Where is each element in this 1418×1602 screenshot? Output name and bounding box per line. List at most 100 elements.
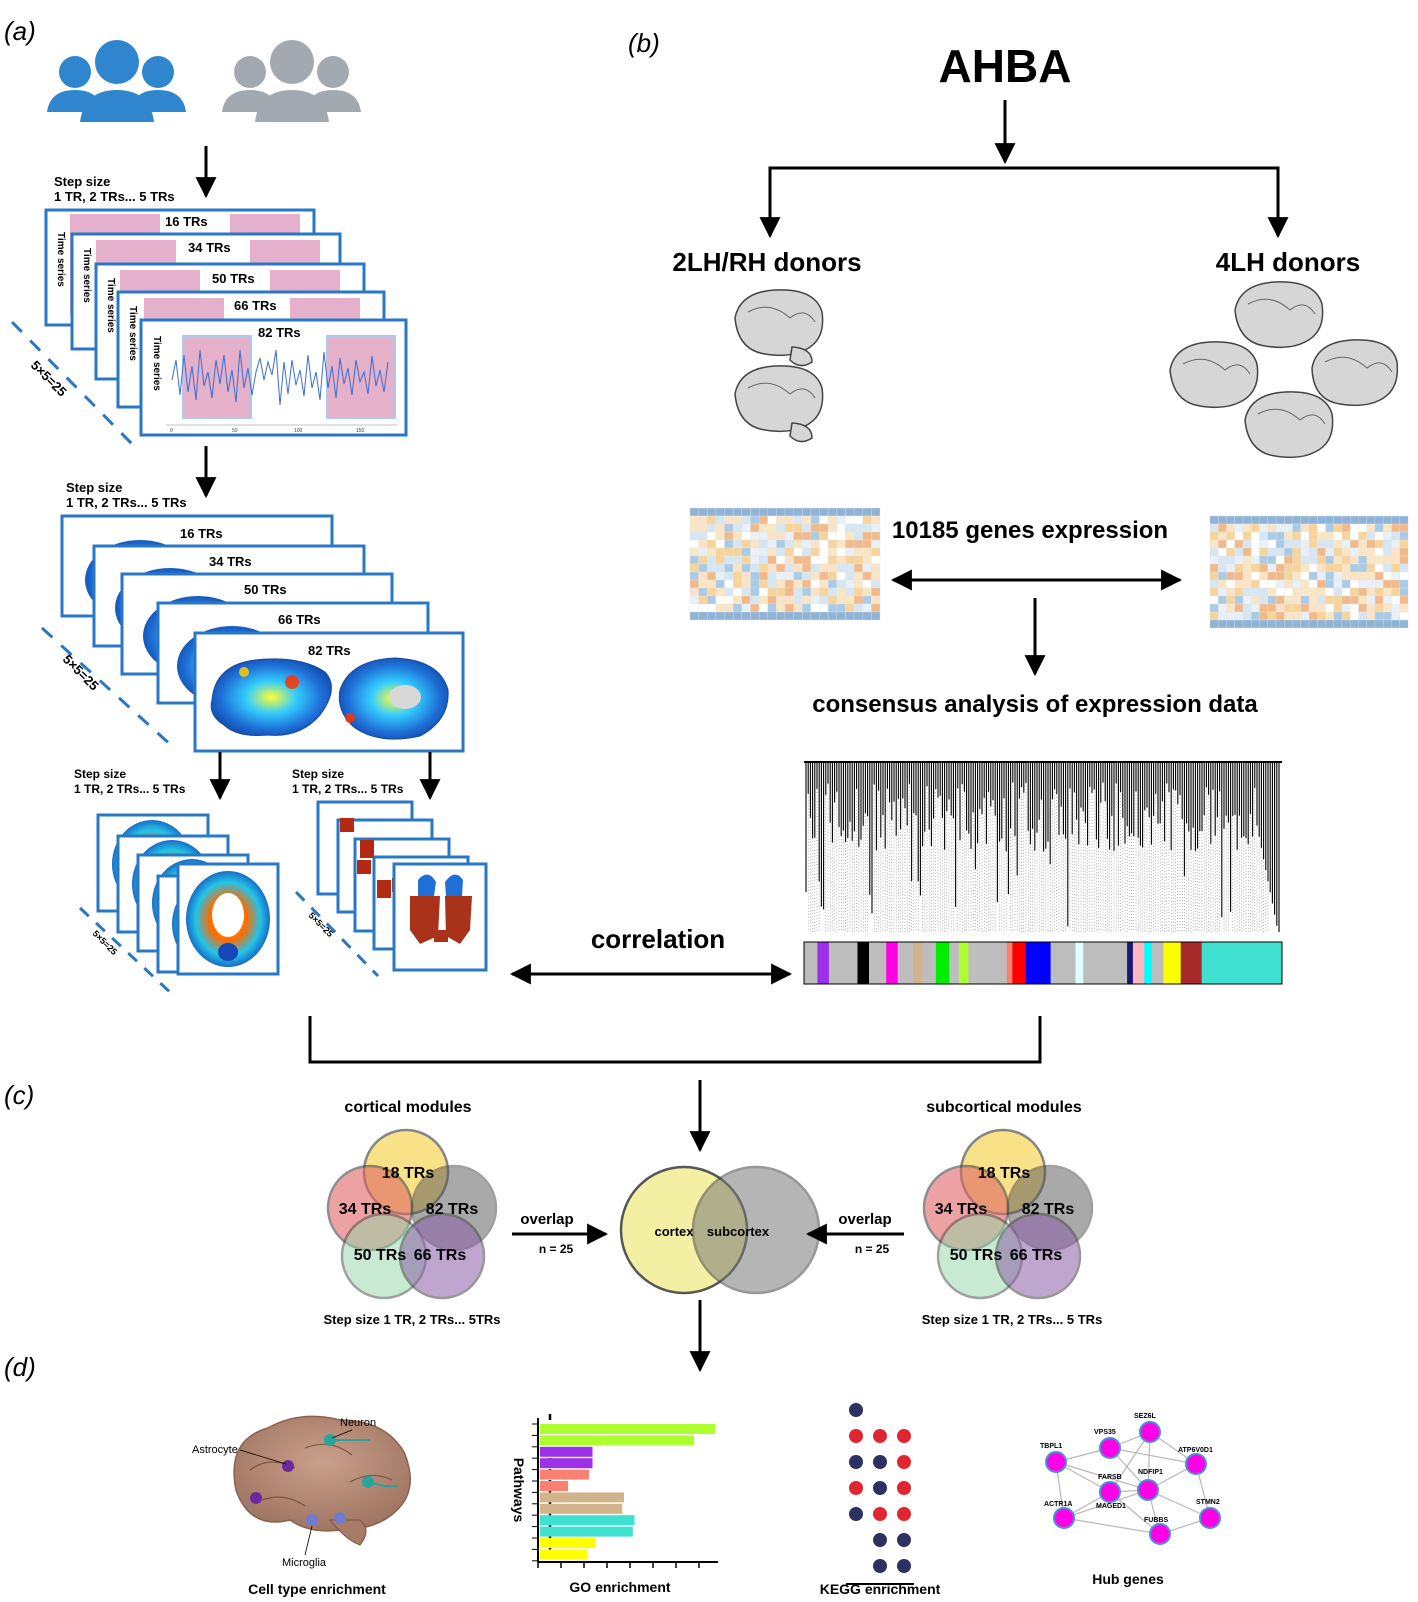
heatmap-cell	[836, 555, 846, 565]
heatmap-cell	[1267, 523, 1277, 533]
heatmap-cell	[1267, 595, 1277, 605]
heatmap-cell	[1284, 587, 1293, 597]
heatmap-cell	[1366, 515, 1376, 525]
heatmap-cell	[741, 563, 751, 573]
heatmap-cell	[741, 579, 751, 589]
heatmap-cell	[853, 547, 863, 557]
heatmap-cell	[698, 515, 708, 525]
heatmap-cell	[715, 603, 725, 613]
heatmap-cell	[1218, 595, 1227, 605]
brain-icons-left	[734, 289, 824, 443]
ts-window-5: 82 TRs Time series 0 50 100 150	[139, 318, 408, 437]
cortical-venn-18: 18 TRs	[382, 1165, 435, 1182]
hub-gene-stmn2: STMN2	[1196, 1499, 1220, 1506]
heatmap-cell	[862, 555, 872, 565]
kegg-title: KEGG enrichment	[820, 1581, 941, 1597]
go-bar	[540, 1503, 623, 1514]
heatmap-cell	[689, 523, 699, 533]
ts-tick-100: 100	[294, 428, 303, 434]
heatmap-cell	[1242, 595, 1252, 605]
heatmap-cell	[810, 555, 820, 565]
heatmap-cell	[1284, 619, 1293, 629]
heatmap-cell	[1259, 611, 1268, 621]
go-bar	[540, 1424, 715, 1434]
heatmap-cell	[1308, 595, 1318, 605]
heatmap-cell	[1284, 515, 1293, 525]
cell-markers	[250, 1434, 398, 1526]
heatmap-cell	[689, 571, 699, 581]
heatmap-cell	[1284, 555, 1293, 565]
module-color-segment	[1075, 942, 1084, 984]
heatmap-cell	[758, 587, 768, 597]
go-bar	[540, 1538, 596, 1548]
heatmap-cell	[836, 531, 846, 541]
heatmap-cell	[1391, 611, 1400, 621]
heatmap-cell	[1358, 619, 1367, 629]
heatmap-cell	[750, 587, 760, 597]
heatmap-cell	[1308, 603, 1318, 613]
heatmap-cell	[1366, 587, 1376, 597]
heatmap-cell	[1308, 611, 1318, 621]
heatmap-cell	[1391, 539, 1400, 549]
heatmap-cell	[1374, 587, 1384, 597]
heatmap-cell	[793, 603, 803, 613]
heatmap-cell	[724, 507, 734, 517]
hub-gene-fubbs: FUBBS	[1144, 1517, 1168, 1524]
heatmap-cell	[1325, 579, 1334, 589]
heatmap-cell	[767, 603, 777, 613]
heatmap-cell	[715, 507, 725, 517]
heatmap-cell	[758, 579, 768, 589]
cortical-venn	[326, 1128, 498, 1300]
heatmap-cell	[871, 579, 881, 589]
heatmap-cell	[741, 507, 751, 517]
subcortical-venn-50: 50 TRs	[950, 1247, 1003, 1264]
heatmap-cell	[733, 531, 742, 541]
heatmap-cell	[853, 587, 863, 597]
heatmap-cell	[707, 611, 717, 621]
heatmap-cell	[1341, 531, 1351, 541]
heatmap-cell	[1317, 619, 1326, 629]
heatmap-cell	[1366, 555, 1376, 565]
heatmap-cell	[1350, 563, 1359, 573]
heatmap-cell	[758, 563, 768, 573]
heatmap-cell	[1383, 603, 1392, 613]
heatmap-cell	[767, 571, 777, 581]
heatmap-cell	[1234, 531, 1244, 541]
heatmap-cell	[1234, 547, 1244, 557]
heatmap-cell	[1358, 611, 1367, 621]
heatmap-cell	[1399, 515, 1409, 525]
heatmap-cell	[1317, 515, 1326, 525]
heatmap-cell	[1391, 579, 1400, 589]
heatmap-cell	[845, 507, 855, 517]
heatmap-cell	[707, 515, 717, 525]
heatmap-cell	[1350, 603, 1359, 613]
heatmap-cell	[1218, 587, 1227, 597]
heatmap-cell	[715, 595, 725, 605]
heatmap-cell	[1358, 515, 1367, 525]
heatmap-cell	[1251, 539, 1260, 549]
heatmap-cell	[1399, 563, 1409, 573]
module-color-segment	[922, 942, 937, 984]
heatmap-cell	[828, 595, 837, 605]
heatmap-cell	[750, 547, 760, 557]
heatmap-cell	[733, 603, 742, 613]
heatmap-cell	[1259, 539, 1268, 549]
module-color-segment	[897, 942, 914, 984]
heatmap-cell	[862, 531, 872, 541]
heatmap-cell	[1292, 523, 1301, 533]
heatmap-cell	[1383, 571, 1392, 581]
step-size-title-2: Step size	[66, 480, 122, 495]
heatmap-cell	[1267, 555, 1277, 565]
heatmap-cell	[1333, 619, 1343, 629]
heatmap-cell	[1259, 619, 1268, 629]
heatmap-cell	[845, 603, 855, 613]
heatmap-cell	[836, 611, 846, 621]
heatmap-cell	[1374, 595, 1384, 605]
heatmap-cell	[871, 587, 881, 597]
heatmap-cell	[733, 515, 742, 525]
heatmap-cell	[1275, 579, 1285, 589]
heatmap-cell	[741, 523, 751, 533]
heatmap-cell	[810, 523, 820, 533]
heatmap-cell	[1300, 611, 1310, 621]
